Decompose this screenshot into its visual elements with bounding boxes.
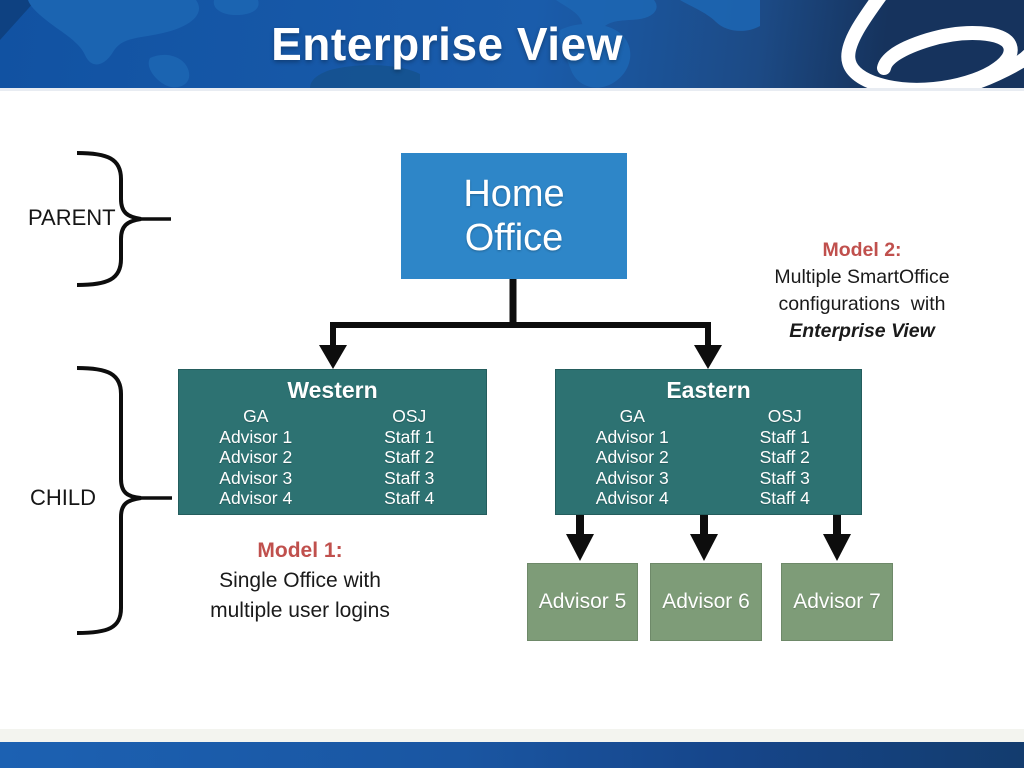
advisor-7-box: Advisor 7 xyxy=(781,563,893,641)
header-banner: Enterprise View xyxy=(0,0,1024,88)
arrow-to-eastern xyxy=(694,345,722,369)
list-item: Advisor 3 xyxy=(219,467,293,488)
list-item: Advisor 1 xyxy=(219,426,293,447)
root-connector xyxy=(330,279,711,348)
western-osj-column: OSJ Staff 1 Staff 2 Staff 3 Staff 4 xyxy=(333,406,487,509)
arrow-to-advisor-7 xyxy=(823,534,851,561)
world-map-graphic xyxy=(0,0,760,88)
column-header: GA xyxy=(619,406,645,426)
western-office-title: Western xyxy=(287,377,378,403)
model2-emphasis: Enterprise View xyxy=(789,320,935,342)
parent-label: PARENT xyxy=(28,205,116,230)
eastern-office-box: Eastern GA Advisor 1 Advisor 2 Advisor 3… xyxy=(555,369,862,515)
advisor-5-box: Advisor 5 xyxy=(527,563,638,641)
model1-title: Model 1: xyxy=(257,539,343,562)
model2-annotation: Model 2: Multiple SmartOffice configurat… xyxy=(740,237,984,345)
list-item: Staff 4 xyxy=(759,488,810,509)
model2-line2: configurations with xyxy=(778,293,946,315)
page-title: Enterprise View xyxy=(271,18,623,70)
western-office-box: Western GA Advisor 1 Advisor 2 Advisor 3… xyxy=(178,369,487,515)
list-item: Staff 1 xyxy=(759,426,810,447)
list-item: Advisor 2 xyxy=(219,447,293,468)
model2-title: Model 2: xyxy=(822,239,902,261)
column-header: GA xyxy=(243,406,269,426)
arrow-to-advisor-5 xyxy=(566,534,594,561)
header-divider xyxy=(0,88,1024,91)
footer-strip xyxy=(0,729,1024,742)
model1-annotation: Model 1: Single Office with multiple use… xyxy=(172,536,428,626)
list-item: Staff 3 xyxy=(759,467,810,488)
home-office-box: Home Office xyxy=(401,153,627,279)
list-item: Advisor 4 xyxy=(219,488,293,509)
model2-line1: Multiple SmartOffice xyxy=(774,266,950,288)
list-item: Staff 4 xyxy=(384,488,435,509)
model1-line2: multiple user logins xyxy=(210,599,390,622)
list-item: Staff 2 xyxy=(759,447,810,468)
list-item: Advisor 1 xyxy=(595,426,669,447)
child-label: CHILD xyxy=(30,485,97,510)
column-header: OSJ xyxy=(392,406,427,426)
list-item: Staff 1 xyxy=(384,426,435,447)
eastern-office-title: Eastern xyxy=(666,377,751,403)
arrow-to-western xyxy=(319,345,347,369)
arrow-to-advisor-6 xyxy=(690,534,718,561)
list-item: Staff 3 xyxy=(384,467,435,488)
footer-bar xyxy=(0,742,1024,768)
advisor-connectors xyxy=(576,514,841,536)
home-office-line2: Office xyxy=(464,217,564,259)
list-item: Advisor 3 xyxy=(595,467,669,488)
eastern-osj-column: OSJ Staff 1 Staff 2 Staff 3 Staff 4 xyxy=(709,406,862,509)
brand-swoosh-icon xyxy=(841,0,1024,88)
home-office-line1: Home xyxy=(463,173,565,215)
list-item: Advisor 4 xyxy=(595,488,669,509)
model1-line1: Single Office with xyxy=(219,569,381,592)
list-item: Advisor 2 xyxy=(595,447,669,468)
column-header: OSJ xyxy=(767,406,802,426)
eastern-ga-column: GA Advisor 1 Advisor 2 Advisor 3 Advisor… xyxy=(556,406,709,509)
advisor-6-box: Advisor 6 xyxy=(650,563,762,641)
list-item: Staff 2 xyxy=(384,447,435,468)
western-ga-column: GA Advisor 1 Advisor 2 Advisor 3 Advisor… xyxy=(179,406,333,509)
